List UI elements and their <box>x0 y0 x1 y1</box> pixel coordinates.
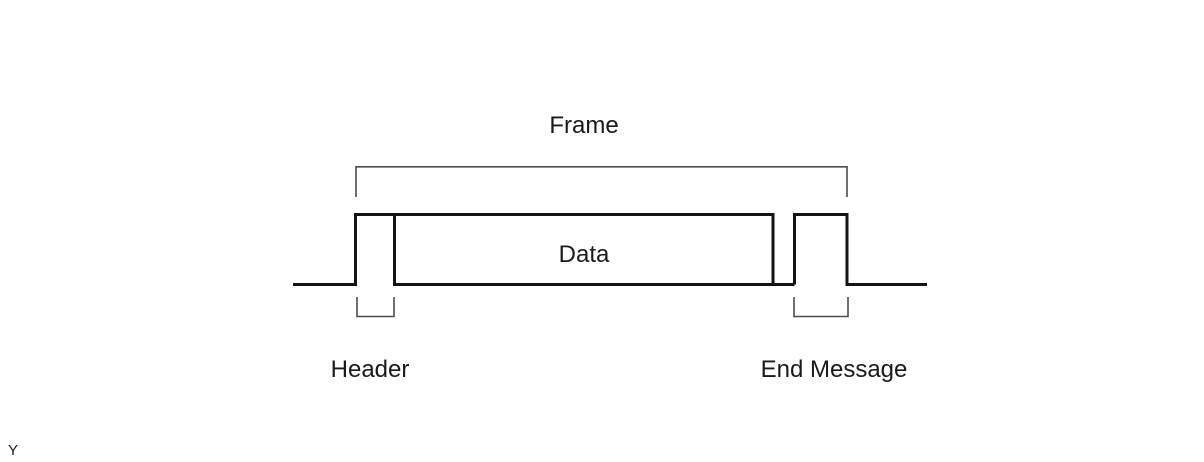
end-message-label: End Message <box>761 356 908 383</box>
end-message-extent-bracket <box>793 297 849 318</box>
data-label: Data <box>559 241 610 268</box>
signal-waveform <box>293 213 927 286</box>
frame-extent-bracket <box>355 166 848 197</box>
frame-label: Frame <box>549 112 618 139</box>
header-extent-bracket <box>356 297 395 318</box>
corner-y-label: Y <box>8 442 18 459</box>
header-label: Header <box>331 356 410 383</box>
